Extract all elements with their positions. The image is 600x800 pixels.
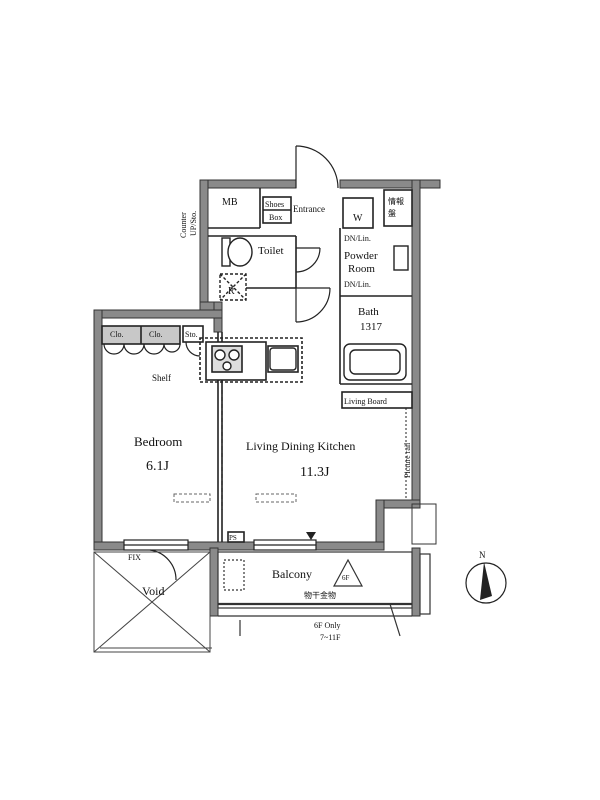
- label-room: Room: [348, 263, 375, 275]
- label-shelf: Shelf: [152, 373, 171, 383]
- label-7-11f: 7~11F: [320, 633, 341, 642]
- label-bedroom-size: 6.1J: [146, 459, 170, 474]
- label-dn-lin-1: DN/Lin.: [344, 234, 371, 243]
- label-ldk: Living Dining Kitchen: [246, 439, 355, 453]
- label-info-2: 盤: [388, 208, 396, 218]
- label-bath-size: 1317: [360, 321, 383, 333]
- north-arrow: N: [465, 550, 507, 604]
- labels: MB Shoes Box Entrance W 情報 盤 Counter UP/…: [110, 196, 412, 642]
- fixtures: [214, 237, 409, 381]
- label-north: N: [479, 550, 486, 560]
- label-dn-lin-2: DN/Lin.: [344, 280, 371, 289]
- label-mb: MB: [222, 197, 238, 208]
- label-counter: Counter: [179, 212, 188, 238]
- label-info-1: 情報: [388, 196, 404, 206]
- label-r: R: [228, 286, 235, 297]
- label-6f-marker: 6F: [342, 574, 350, 582]
- label-void: Void: [142, 584, 164, 598]
- label-6f-only: 6F Only: [314, 621, 340, 630]
- label-ldk-size: 11.3J: [300, 465, 330, 480]
- walls: [93, 179, 441, 617]
- reference-marker-icon: [306, 532, 316, 540]
- label-balcony: Balcony: [272, 567, 312, 581]
- floor-markers: [173, 493, 297, 503]
- doors: [103, 145, 339, 581]
- label-entrance: Entrance: [293, 204, 325, 214]
- label-fix: FIX: [128, 553, 141, 562]
- balcony-area: [217, 551, 431, 637]
- label-living-board: Living Board: [344, 397, 387, 406]
- label-clo-2: Clo.: [149, 330, 163, 339]
- label-counter-up: UP/Sto.: [189, 211, 198, 236]
- label-picture-rail: Picture rail: [403, 442, 412, 478]
- void-area: [93, 551, 212, 653]
- label-bedroom: Bedroom: [134, 434, 182, 449]
- label-powder: Powder: [344, 250, 378, 262]
- north-arrow-icon: [480, 562, 492, 600]
- label-clo-1: Clo.: [110, 330, 124, 339]
- label-toilet: Toilet: [258, 245, 284, 257]
- label-box: Box: [269, 213, 282, 222]
- label-shoes: Shoes: [265, 200, 284, 209]
- label-sto: Sto.: [185, 330, 198, 339]
- partitions: [101, 188, 413, 543]
- label-w: W: [353, 213, 363, 224]
- label-monohoshi: 物干金物: [304, 590, 336, 600]
- label-ps: PS: [229, 534, 237, 542]
- label-bath: Bath: [358, 306, 379, 318]
